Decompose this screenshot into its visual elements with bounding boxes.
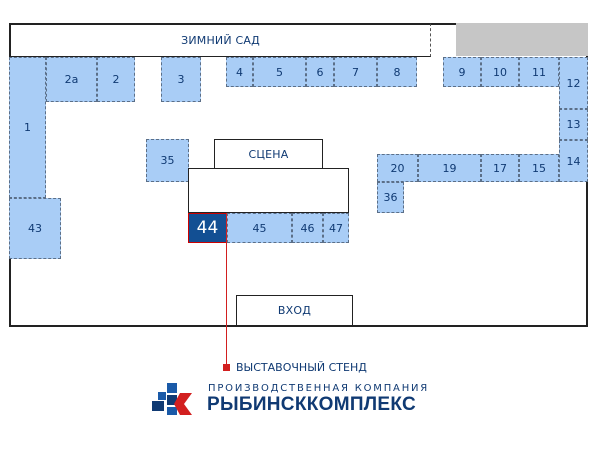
booth-47[interactable]: 47 xyxy=(323,213,349,243)
booth-11-label: 11 xyxy=(532,65,546,79)
booth-17-label: 17 xyxy=(493,161,507,175)
booth-46-label: 46 xyxy=(300,221,315,235)
booth-7-label: 7 xyxy=(352,65,359,79)
booth-4[interactable]: 4 xyxy=(226,57,253,87)
service-area xyxy=(456,23,588,56)
winter-garden-label: ЗИМНИЙ САД xyxy=(181,34,260,47)
stage-platform xyxy=(188,168,349,213)
booth-2a-label: 2а xyxy=(64,73,79,86)
booth-1[interactable]: 1 xyxy=(9,57,46,198)
booth-20-label: 20 xyxy=(390,161,405,175)
booth-10[interactable]: 10 xyxy=(481,57,519,87)
booth-15[interactable]: 15 xyxy=(519,154,559,182)
booth-36[interactable]: 36 xyxy=(377,182,404,213)
logo-tagline: ПРОИЗВОДСТВЕННАЯ КОМПАНИЯ xyxy=(208,383,430,394)
booth-5-label: 5 xyxy=(276,65,283,79)
company-logo: ПРОИЗВОДСТВЕННАЯ КОМПАНИЯ РЫБИНСККОМПЛЕК… xyxy=(150,383,460,417)
booth-12[interactable]: 12 xyxy=(559,57,588,109)
booth-7[interactable]: 7 xyxy=(334,57,377,87)
booth-8[interactable]: 8 xyxy=(377,57,417,87)
booth-17[interactable]: 17 xyxy=(481,154,519,182)
booth-46[interactable]: 46 xyxy=(292,213,323,243)
booth-6[interactable]: 6 xyxy=(306,57,334,87)
booth-2a[interactable]: 2а xyxy=(46,57,97,102)
booth-36-label: 36 xyxy=(383,191,398,204)
booth-2-label: 2 xyxy=(112,73,120,86)
booth-3-label: 3 xyxy=(177,73,185,86)
booth-13-label: 13 xyxy=(566,118,581,131)
stage-label: СЦЕНА xyxy=(248,147,289,161)
booth-10-label: 10 xyxy=(493,65,507,79)
booth-6-label: 6 xyxy=(316,65,324,79)
logo-mark-icon xyxy=(152,383,192,415)
stage-zone: СЦЕНА xyxy=(214,139,323,169)
booth-35-label: 35 xyxy=(160,154,175,167)
booth-44-highlighted[interactable]: 44 xyxy=(188,213,227,243)
legend-label: ВЫСТАВОЧНЫЙ СТЕНД xyxy=(236,361,367,374)
booth-2[interactable]: 2 xyxy=(97,57,135,102)
booth-8-label: 8 xyxy=(393,65,401,79)
booth-5[interactable]: 5 xyxy=(253,57,306,87)
logo-name: РЫБИНСККОМПЛЕКС xyxy=(207,394,417,415)
booth-14[interactable]: 14 xyxy=(559,140,588,182)
booth-19[interactable]: 19 xyxy=(418,154,481,182)
booth-13[interactable]: 13 xyxy=(559,109,588,140)
booth-9[interactable]: 9 xyxy=(443,57,481,87)
booth-43[interactable]: 43 xyxy=(9,198,61,259)
entrance-label: ВХОД xyxy=(277,304,312,317)
entrance-zone: ВХОД xyxy=(236,295,353,327)
booth-19-label: 19 xyxy=(442,161,457,175)
booth-44-label: 44 xyxy=(196,218,219,238)
booth-3[interactable]: 3 xyxy=(161,57,201,102)
booth-45[interactable]: 45 xyxy=(227,213,292,243)
winter-garden-zone: ЗИМНИЙ САД xyxy=(9,23,431,57)
booth-43-label: 43 xyxy=(28,222,42,235)
booth-1-label: 1 xyxy=(24,121,31,134)
booth-11[interactable]: 11 xyxy=(519,57,559,87)
booth-9-label: 9 xyxy=(458,65,466,79)
booth-47-label: 47 xyxy=(329,221,343,235)
booth-14-label: 14 xyxy=(566,154,581,168)
legend-marker xyxy=(223,364,230,371)
booth-45-label: 45 xyxy=(252,221,267,235)
booth-4-label: 4 xyxy=(236,65,243,79)
booth-12-label: 12 xyxy=(566,76,581,90)
booth-15-label: 15 xyxy=(532,161,546,175)
marker-line xyxy=(226,213,227,367)
booth-35[interactable]: 35 xyxy=(146,139,189,182)
booth-20[interactable]: 20 xyxy=(377,154,418,182)
